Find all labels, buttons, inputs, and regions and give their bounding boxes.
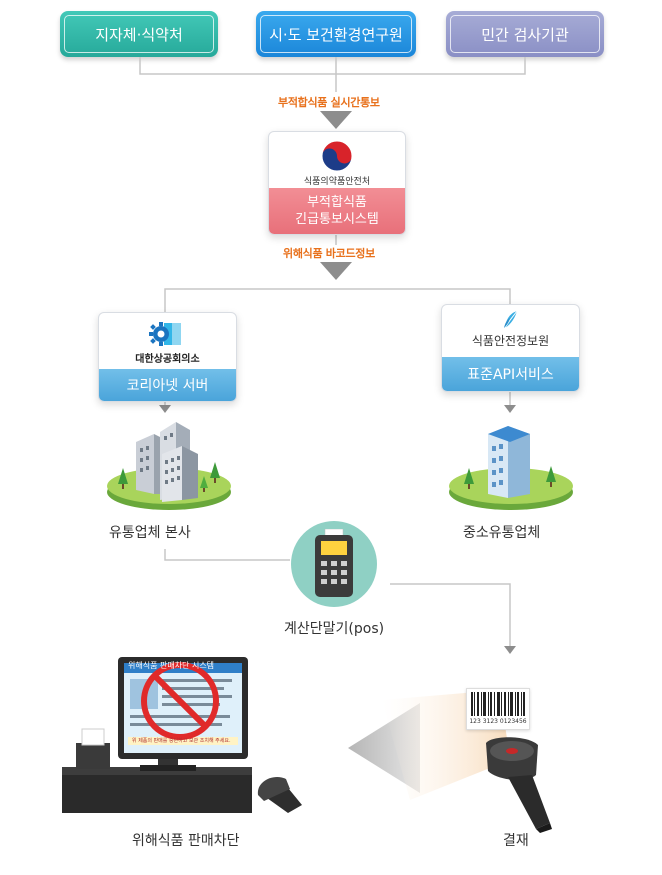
hq-label: 유통업체 본사 bbox=[109, 525, 191, 541]
screen-header: 위해식품 판매차단 시스템 bbox=[128, 661, 215, 670]
center-card-bar: 부적합식품 긴급통보시스템 bbox=[269, 188, 405, 234]
flow-label-realtime: 부적합식품 실시간통보 bbox=[278, 96, 380, 109]
barcode-number: 123 3123 0123456 bbox=[469, 718, 527, 725]
right-card-org: 식품안전정보원 bbox=[471, 334, 550, 348]
pos-label: 계산단말기(pos) bbox=[284, 621, 385, 637]
barcode-scanner-icon bbox=[486, 737, 552, 833]
sme-building-illustration bbox=[449, 426, 573, 510]
hq-buildings-illustration bbox=[107, 422, 231, 510]
source-private-lab: 민간 검사기관 bbox=[446, 11, 604, 57]
left-card-org: 대한상공회의소 bbox=[135, 354, 200, 365]
right-card-service: 표준API서비스 bbox=[467, 367, 554, 383]
source-private-lab-label: 민간 검사기관 bbox=[481, 25, 569, 44]
arrow-down-4 bbox=[504, 405, 516, 413]
leaf-logo-icon bbox=[504, 310, 518, 329]
source-local-gov-label: 지자체·식약처 bbox=[95, 25, 183, 44]
arrow-down-2 bbox=[320, 262, 352, 280]
source-local-gov: 지자체·식약처 bbox=[60, 11, 218, 57]
arrow-down-3 bbox=[159, 405, 171, 413]
barcode-icon bbox=[471, 692, 525, 716]
barcode-label: 123 3123 0123456 bbox=[466, 688, 530, 730]
left-card-bar: 코리아넷 서버 bbox=[99, 369, 236, 401]
left-card-service: 코리아넷 서버 bbox=[126, 378, 209, 394]
blocked-pos-illustration bbox=[62, 657, 302, 813]
block-sales-label: 위해식품 판매차단 bbox=[132, 833, 240, 849]
source-health-institute: 시·도 보건환경연구원 bbox=[256, 11, 416, 57]
center-card-org: 식품의약품안전처 bbox=[303, 177, 371, 187]
payment-label: 결재 bbox=[503, 833, 529, 849]
pos-circle bbox=[291, 521, 377, 607]
center-card-line2: 긴급통보시스템 bbox=[295, 212, 379, 227]
flow-label-barcode: 위해식품 바코드정보 bbox=[283, 247, 375, 260]
arrow-down-1 bbox=[320, 111, 352, 129]
center-card: 식품의약품안전처 부적합식품 긴급통보시스템 bbox=[268, 131, 406, 235]
sme-label: 중소유통업체 bbox=[463, 525, 541, 541]
arrow-down-5 bbox=[504, 646, 516, 654]
gear-logo-icon bbox=[149, 322, 181, 346]
source-health-institute-label: 시·도 보건환경연구원 bbox=[269, 25, 403, 44]
left-card: 대한상공회의소 코리아넷 서버 bbox=[98, 312, 237, 402]
right-card: 식품안전정보원 표준API서비스 bbox=[441, 304, 580, 392]
screen-footer: 위 제품의 판매를 중단하고 보관 조치해 주세요. bbox=[132, 738, 231, 744]
center-card-line1: 부적합식품 bbox=[307, 195, 367, 210]
pos-terminal-icon bbox=[315, 529, 353, 597]
taeguk-logo-icon bbox=[321, 140, 353, 172]
right-card-bar: 표준API서비스 bbox=[442, 357, 579, 391]
